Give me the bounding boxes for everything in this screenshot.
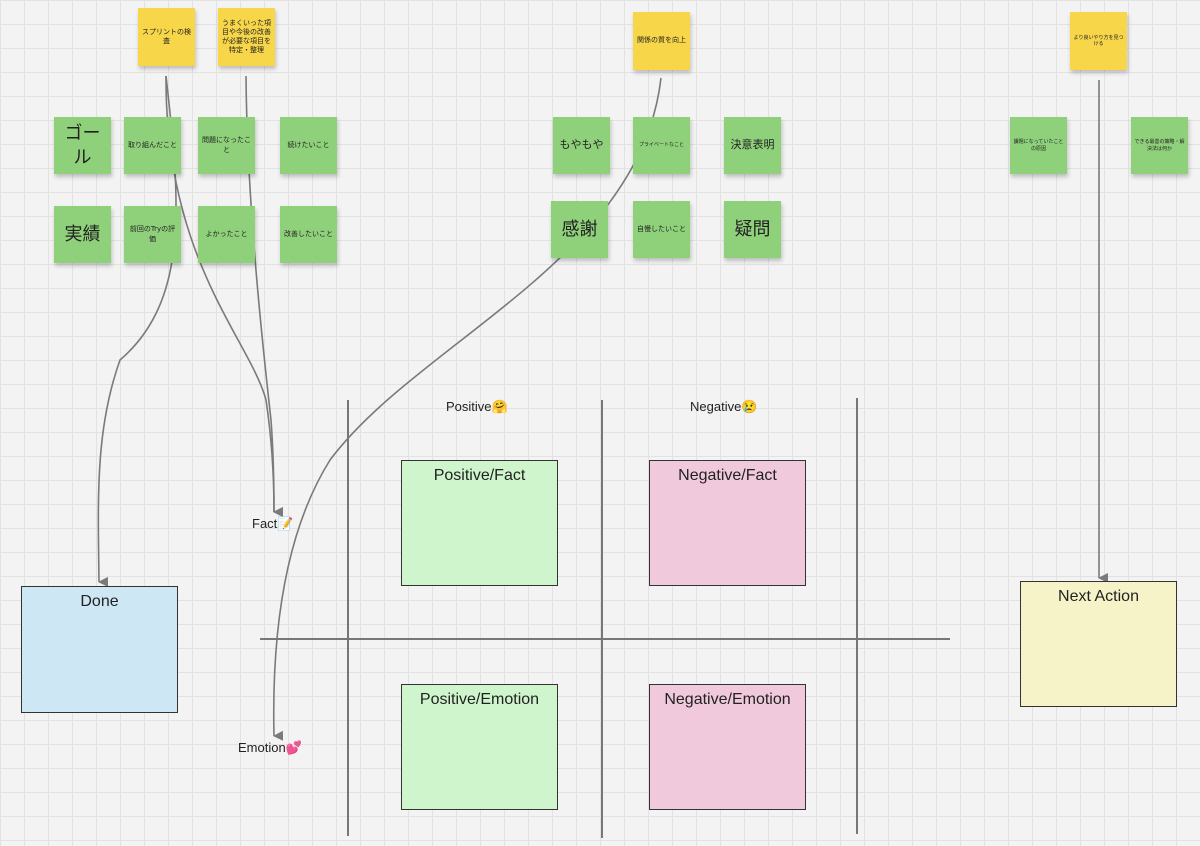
done-box[interactable]: Done <box>21 586 178 713</box>
sticky-questions[interactable]: 疑問 <box>724 201 781 258</box>
axis-label-emotion: Emotion💕 <box>238 740 302 755</box>
sticky-find-better-way[interactable]: より良いやり方を見つける <box>1070 12 1127 70</box>
sticky-want-to-improve[interactable]: 改善したいこと <box>280 206 337 263</box>
sticky-results[interactable]: 実績 <box>54 206 111 263</box>
sticky-improve-relations[interactable]: 関係の質を向上 <box>633 12 690 70</box>
sticky-private[interactable]: プライベートなこと <box>633 117 690 174</box>
axis-label-positive: Positive🤗 <box>446 399 508 414</box>
axis-label-negative: Negative😢 <box>690 399 758 414</box>
positive-emotion-box[interactable]: Positive/Emotion <box>401 684 558 810</box>
sticky-root-cause[interactable]: 課題になっていたことの原因 <box>1010 117 1067 174</box>
next-action-box[interactable]: Next Action <box>1020 581 1177 707</box>
sticky-keep-doing[interactable]: 続けたいこと <box>280 117 337 174</box>
negative-fact-box[interactable]: Negative/Fact <box>649 460 806 586</box>
sticky-gratitude[interactable]: 感謝 <box>551 201 608 258</box>
sticky-worked-on[interactable]: 取り組んだこと <box>124 117 181 174</box>
sticky-problems[interactable]: 問題になったこと <box>198 117 255 174</box>
axis-label-fact: Fact📝 <box>252 516 294 531</box>
sticky-sprint-inspection[interactable]: スプリントの検査 <box>138 8 195 66</box>
positive-fact-box[interactable]: Positive/Fact <box>401 460 558 586</box>
sticky-previous-try-eval[interactable]: 前回のTryの評価 <box>124 206 181 263</box>
sticky-moyamoya[interactable]: もやもや <box>553 117 610 174</box>
sticky-goal[interactable]: ゴール <box>54 117 111 174</box>
sticky-identify-improvements[interactable]: うまくいった項目や今後の改善が必要な項目を特定・整理 <box>218 8 275 66</box>
sticky-best-solution[interactable]: できる最善の策略・解決法は何か <box>1131 117 1188 174</box>
sticky-proud-of[interactable]: 自慢したいこと <box>633 201 690 258</box>
sticky-resolution[interactable]: 決意表明 <box>724 117 781 174</box>
negative-emotion-box[interactable]: Negative/Emotion <box>649 684 806 810</box>
sticky-good-things[interactable]: よかったこと <box>198 206 255 263</box>
